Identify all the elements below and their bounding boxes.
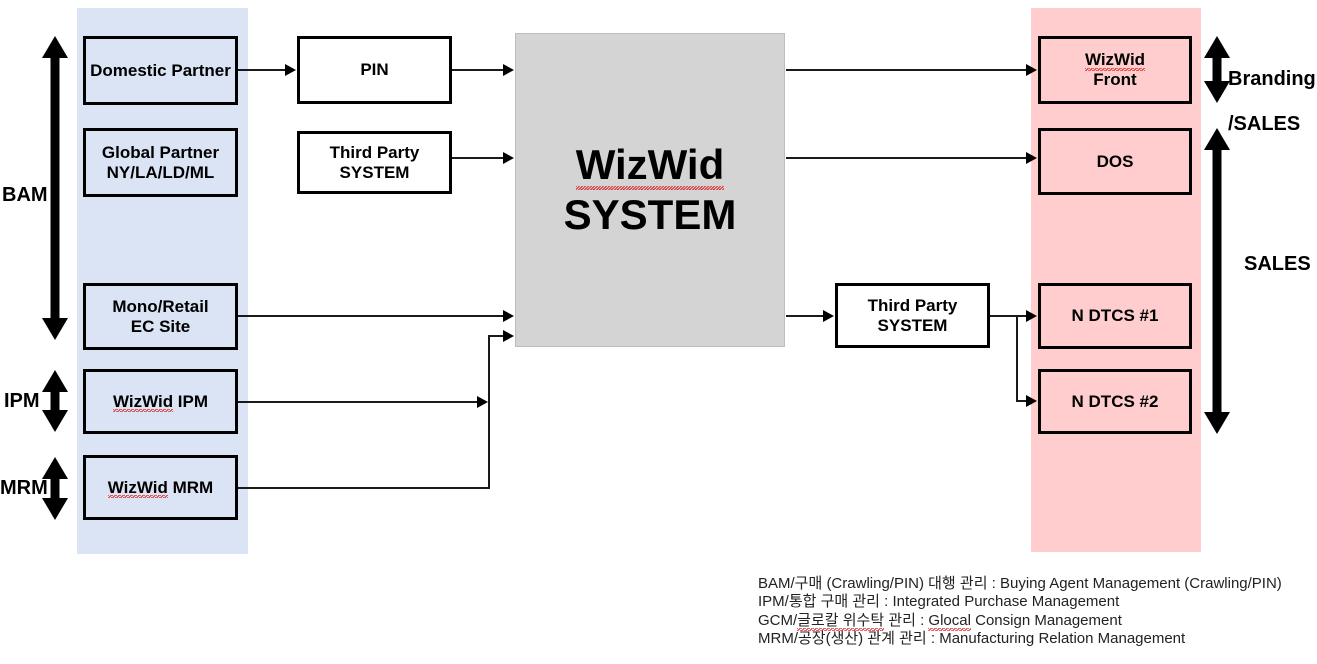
arrowhead-mono-retail-to-system (503, 310, 514, 322)
node-wizwid-mrm[interactable]: WizWid MRM (83, 455, 238, 520)
connector-domestic-to-pin (238, 69, 286, 71)
connector-system-to-dos (786, 157, 1026, 159)
node-label: Global Partner NY/LA/LD/ML (101, 142, 220, 182)
connector-branch-vertical-ndtcs2 (1016, 315, 1018, 401)
node-label: WizWid MRM (107, 477, 214, 498)
arrowhead-third-party-top-to-system (503, 152, 514, 164)
node-mono-retail-ec-site[interactable]: Mono/Retail EC Site (83, 283, 238, 350)
rail-label-sales: SALES (1244, 253, 1311, 275)
connector-third-party-top-to-system (452, 157, 504, 159)
node-dos[interactable]: DOS (1038, 128, 1192, 195)
spellcheck-wizwid: WizWid (107, 477, 169, 498)
node-third-party-system-bottom[interactable]: Third Party SYSTEM (835, 283, 990, 348)
node-label: Third Party SYSTEM (867, 295, 958, 335)
spellcheck-wizwid: WizWid (575, 141, 725, 190)
arrowhead-ipm-to-junction (477, 396, 488, 408)
connector-mono-retail-to-system (238, 315, 504, 317)
arrowhead-mrm-to-system (503, 330, 514, 342)
legend-line-1: BAM/구매 (Crawling/PIN) 대행 관리 : Buying Age… (758, 575, 1282, 592)
connector-ipm-to-junction (238, 401, 478, 403)
rail-arrow-branding-sales (1204, 36, 1230, 103)
node-n-dtcs-2[interactable]: N DTCS #2 (1038, 369, 1192, 434)
connector-pin-to-system (452, 69, 504, 71)
legend-line-2: IPM/통합 구매 관리 : Integrated Purchase Manag… (758, 593, 1120, 611)
arrowhead-system-to-third-party-bottom (823, 310, 834, 322)
connector-mrm-horizontal (238, 487, 490, 489)
rail-arrow-ipm (42, 370, 68, 432)
spellcheck-korean: 글로칼 위수탁 (797, 611, 885, 632)
rail-label-bam: BAM (2, 184, 48, 206)
spellcheck-wizwid: WizWid (112, 391, 174, 412)
node-n-dtcs-1[interactable]: N DTCS #1 (1038, 283, 1192, 349)
node-global-partner[interactable]: Global Partner NY/LA/LD/ML (83, 128, 238, 197)
spellcheck-wizwid: WizWid (1084, 50, 1146, 71)
arrowhead-pin-to-system (503, 64, 514, 76)
node-label: N DTCS #1 (1071, 306, 1159, 326)
arrowhead-system-to-wizwid-front (1026, 64, 1037, 76)
node-label: WizWid SYSTEM (563, 141, 737, 238)
legend-line-4: MRM/공장(생산) 관계 관리 : Manufacturing Relatio… (758, 629, 1186, 647)
node-label: Domestic Partner (90, 60, 231, 80)
connector-branch-to-ndtcs2 (1016, 400, 1028, 402)
node-label: Mono/Retail EC Site (112, 296, 209, 336)
node-label: WizWid IPM (112, 391, 209, 412)
arrowhead-domestic-to-pin (285, 64, 296, 76)
connector-system-to-third-party-bottom (786, 315, 824, 317)
rail-arrow-sales (1204, 128, 1230, 434)
connector-mrm-to-system (488, 335, 506, 337)
arrowhead-branch-to-ndtcs2 (1026, 395, 1037, 407)
node-third-party-system-top[interactable]: Third Party SYSTEM (297, 131, 452, 194)
node-domestic-partner[interactable]: Domestic Partner (83, 36, 238, 105)
arrowhead-third-party-to-ndtcs1 (1026, 310, 1037, 322)
legend-line-3: GCM/글로칼 위수탁 관리 : Glocal Consign Manageme… (758, 611, 1122, 632)
node-label: DOS (1096, 151, 1134, 171)
node-label: N DTCS #2 (1071, 391, 1159, 411)
node-label: PIN (360, 60, 389, 80)
node-wizwid-ipm[interactable]: WizWid IPM (83, 369, 238, 434)
rail-label-branding-sales: Branding /SALES (1228, 68, 1316, 136)
connector-mrm-vertical (488, 335, 490, 489)
connector-system-to-wizwid-front (786, 69, 1026, 71)
spellcheck-glocal: Glocal (928, 611, 971, 632)
arrowhead-system-to-dos (1026, 152, 1037, 164)
node-label: Third Party SYSTEM (329, 142, 420, 182)
connector-third-party-to-ndtcs1 (990, 315, 1026, 317)
rail-arrow-mrm (42, 457, 68, 520)
legend-block: BAM/구매 (Crawling/PIN) 대행 관리 : Buying Age… (758, 575, 1282, 648)
node-wizwid-system[interactable]: WizWid SYSTEM (515, 33, 785, 347)
rail-label-ipm: IPM (4, 390, 40, 412)
rail-arrow-bam (42, 36, 68, 340)
node-pin[interactable]: PIN (297, 36, 452, 104)
rail-label-mrm: MRM (0, 477, 48, 499)
